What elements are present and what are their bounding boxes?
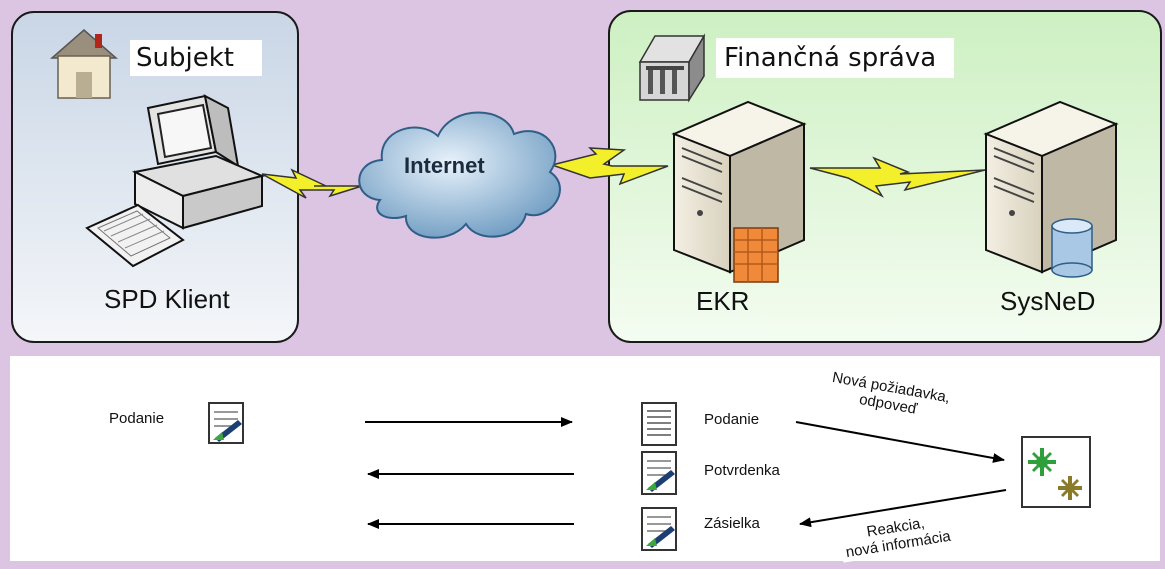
internet-label: Internet <box>404 153 485 178</box>
client-computer-icon <box>85 94 266 268</box>
signed-document-icon-left <box>208 402 244 444</box>
right-document-label-potvrdenka: Potvrdenka <box>704 462 780 479</box>
signed-document-icon-potvrdenka <box>641 451 677 495</box>
building-icon <box>638 33 706 103</box>
right-document-label-zasielka: Zásielka <box>704 515 760 532</box>
sysned-label: SysNeD <box>1000 286 1096 316</box>
ekr-label: EKR <box>696 286 750 316</box>
flow-panel <box>10 356 1160 561</box>
client-label: SPD Klient <box>104 284 230 314</box>
document-icon-podanie <box>641 402 677 446</box>
arrow-from-processor <box>799 489 1007 528</box>
sysned-server-icon <box>983 100 1119 278</box>
processing-gears-icon <box>1021 436 1091 508</box>
arrow-to-processor <box>795 421 1005 463</box>
house-icon <box>50 29 118 99</box>
internet-cloud-icon <box>358 111 561 239</box>
ekr-server-icon <box>671 100 807 283</box>
lightning-link-internet <box>549 147 669 186</box>
signed-document-icon-zasielka <box>641 507 677 551</box>
client-zone-title: Subjekt <box>130 40 262 76</box>
lightning-link-servers <box>809 156 986 198</box>
left-document-label: Podanie <box>109 410 165 427</box>
finance-zone-title: Finančná správa <box>716 38 954 78</box>
right-document-label-podanie: Podanie <box>704 411 760 428</box>
